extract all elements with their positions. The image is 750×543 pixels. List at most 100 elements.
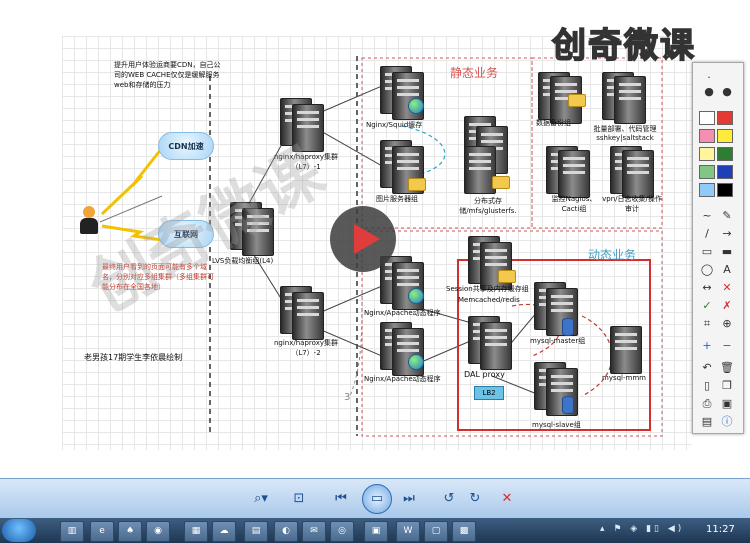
apache1-label: Nginx/Apache动态程序 — [364, 309, 441, 317]
cdn-cloud: CDN加速 — [158, 132, 214, 160]
apache2-label: Nginx/Apache动态程序 — [364, 375, 441, 383]
deploy-label: 批量部署、代码管理sshkey|saltstack — [593, 125, 657, 142]
check-icon[interactable]: ✓ — [702, 299, 712, 312]
dal-proxy-server — [480, 322, 512, 370]
app-icon[interactable]: ◐ — [274, 521, 298, 542]
word-icon[interactable]: W — [396, 521, 420, 542]
nginx-server — [292, 104, 324, 152]
print-icon[interactable]: ⎙ — [702, 397, 712, 410]
trash-icon[interactable]: 🗑 — [720, 361, 734, 374]
dot-small-icon[interactable]: · — [707, 71, 711, 84]
app-icon[interactable]: ▩ — [452, 521, 476, 542]
note-pages: 最终用户看到的页面可能有多个域名，分别对应多组集群（多组集群可能分布在全国各地） — [102, 263, 214, 291]
rotate-left-icon[interactable]: ↺ — [443, 491, 455, 506]
color-swatch-pink[interactable] — [699, 129, 715, 143]
freehand-icon[interactable]: ~ — [702, 209, 712, 222]
color-swatch-lightblue[interactable] — [699, 183, 715, 197]
double-arrow-icon[interactable]: ↔ — [702, 281, 712, 294]
slideshow-icon[interactable]: ▭ — [362, 484, 392, 514]
text-icon[interactable]: A — [723, 263, 731, 276]
small-number: 3 — [344, 392, 351, 403]
plus-icon[interactable]: + — [702, 339, 712, 352]
static-title: 静态业务 — [450, 66, 499, 80]
folder-icon — [408, 178, 426, 191]
folder-icon — [492, 176, 510, 189]
note-cdn: 提升用户体验运商要CDN，自己公司的WEB CACHE仅仅是缓解服务web和存储… — [114, 61, 221, 89]
start-button[interactable] — [2, 519, 36, 542]
globe-icon — [408, 288, 424, 304]
squid-label: Nginx/Squid缓存 — [366, 121, 423, 129]
fit-icon[interactable]: ⊡ — [293, 491, 305, 506]
app-icon[interactable]: ▦ — [184, 521, 208, 542]
filled-rectangle-icon[interactable]: ▬ — [721, 245, 733, 258]
color-swatch-blue[interactable] — [717, 165, 733, 179]
color-swatch-yellow[interactable] — [717, 129, 733, 143]
clock[interactable]: 11:27 — [706, 524, 735, 535]
viewer-control-bar: ⌕▾ ⊡ ⏮ ▭ ⏭ ↺ ↻ ✕ — [0, 478, 750, 519]
arrow-icon[interactable]: → — [722, 227, 732, 240]
delete-icon[interactable]: ✕ — [501, 491, 513, 506]
ellipse-icon[interactable]: ◯ — [700, 263, 714, 276]
copy-icon[interactable]: ❐ — [722, 379, 732, 392]
eraser-icon[interactable]: ✎ — [722, 209, 732, 222]
undo-icon[interactable]: ↶ — [702, 361, 712, 374]
image-server-label: 图片服务器组 — [376, 195, 418, 203]
mysql-slave-label: mysql-slave组 — [532, 421, 581, 429]
zoom-icon[interactable]: ⌕▾ — [254, 491, 268, 506]
app-icon[interactable]: ◎ — [330, 521, 354, 542]
explorer-icon[interactable]: ▥ — [60, 521, 84, 542]
vpn-server — [622, 150, 654, 198]
lvs-label: LVS负载均衡组(L4) — [212, 257, 274, 265]
play-button[interactable] — [330, 206, 396, 272]
deploy-server — [614, 76, 646, 124]
session-label: Session共享及内存缓存组 — [446, 285, 529, 293]
app-icon[interactable]: ▢ — [424, 521, 448, 542]
backup-label: 数据备份组 — [536, 119, 571, 127]
prev-icon[interactable]: ⏮ — [335, 491, 347, 506]
ie-icon[interactable]: e — [90, 521, 114, 542]
monitor-label: 监控Nagios、Cacti组 — [551, 195, 597, 213]
lb2-label: LB2 — [482, 389, 496, 397]
minus-icon[interactable]: − — [722, 339, 732, 352]
storage-label: 分布式存储/mfs/glusterfs. — [459, 197, 517, 215]
vpn-label: vpn/日志收集/操作审计 — [602, 195, 662, 213]
color-swatch-red[interactable] — [717, 111, 733, 125]
storage-server — [464, 146, 496, 194]
color-swatch-lightyellow[interactable] — [699, 147, 715, 161]
dot-medium-icon[interactable]: ● — [704, 85, 714, 98]
app-icon[interactable]: ▣ — [364, 521, 388, 542]
save-icon[interactable]: ▣ — [721, 397, 733, 410]
app-icon[interactable]: ✉ — [302, 521, 326, 542]
x-mark-icon[interactable]: ✗ — [722, 299, 732, 312]
rotate-right-icon[interactable]: ↻ — [469, 491, 481, 506]
info-icon[interactable]: ⓘ — [721, 415, 733, 428]
app-icon[interactable]: ◉ — [146, 521, 170, 542]
color-swatch-green[interactable] — [717, 147, 733, 161]
crop-icon[interactable]: ⌗ — [703, 317, 711, 330]
line-icon[interactable]: / — [705, 227, 709, 240]
new-page-icon[interactable]: ▯ — [703, 379, 711, 392]
app-icon[interactable]: ☁ — [212, 521, 236, 542]
monitor-server — [558, 150, 590, 198]
lvs-server — [242, 208, 274, 256]
internet-cloud: 互联网 — [158, 220, 214, 248]
app-icon[interactable]: ♠ — [118, 521, 142, 542]
dal-proxy-label: DAL proxy — [464, 370, 505, 379]
rectangle-icon[interactable]: ▭ — [701, 245, 713, 258]
apache-server — [392, 262, 424, 310]
pen-palette: · ● ● ~ ✎ / → ▭ ▬ ◯ A ↔ ✕ ✓ ✗ ⌗ ⊕ + − ↶ … — [692, 62, 744, 434]
color-swatch-white[interactable] — [699, 111, 715, 125]
cross-icon[interactable]: ✕ — [722, 281, 732, 294]
database-icon — [562, 396, 574, 414]
author-note: 老男孩17期学生李依晨绘制 — [84, 353, 183, 362]
user-icon — [80, 206, 98, 234]
zoom-in-icon[interactable]: ⊕ — [722, 317, 732, 330]
brand-watermark: 创奇微课 — [551, 25, 696, 67]
dot-large-icon[interactable]: ● — [722, 85, 732, 98]
color-swatch-lightgreen[interactable] — [699, 165, 715, 179]
app-icon[interactable]: ▤ — [244, 521, 268, 542]
globe-icon — [408, 98, 424, 114]
next-icon[interactable]: ⏭ — [403, 491, 415, 506]
color-swatch-black[interactable] — [717, 183, 733, 197]
image-icon[interactable]: ▤ — [701, 415, 713, 428]
